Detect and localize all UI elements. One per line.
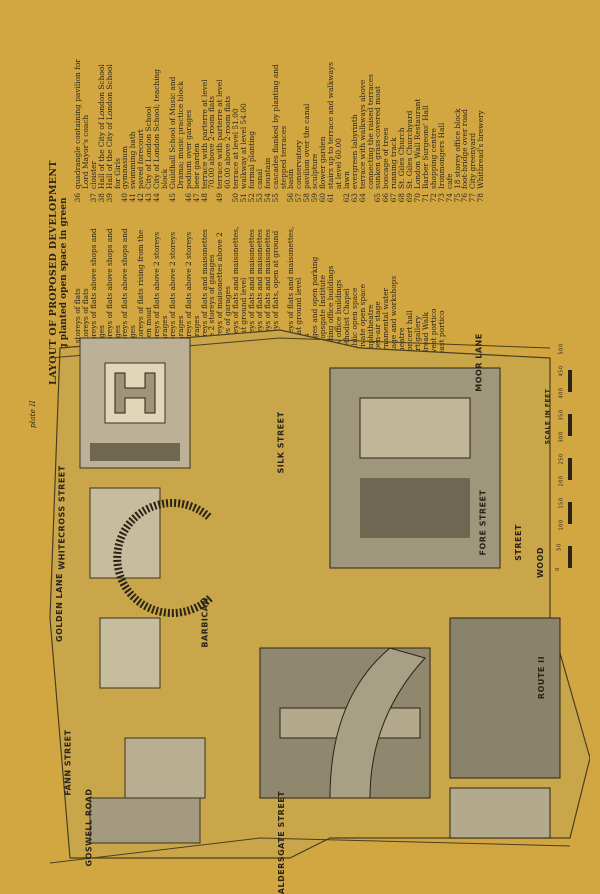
scale-tick-label: 0 bbox=[554, 567, 561, 571]
street-label-barbican: BARBICAN bbox=[200, 597, 210, 648]
legend-item: 64 terrace with walkways above connecting… bbox=[357, 59, 375, 219]
site-plan: WHITECROSS STREET GOLDEN LANE BARBICAN F… bbox=[30, 318, 591, 894]
building-block-west-1 bbox=[89, 487, 161, 579]
street-label-silk-street: SILK STREET bbox=[276, 411, 286, 474]
scale-tick-label: 200 bbox=[558, 475, 565, 487]
scale-tick-label: 50 bbox=[556, 543, 563, 551]
building-block-east bbox=[449, 617, 561, 779]
legend-item: 49 terrace with parterre at level 60.00 a… bbox=[215, 59, 233, 219]
legend-item-text: cascades flanked by planting and stepped… bbox=[270, 64, 288, 189]
legend-item: 44 City of London School; teaching block bbox=[152, 59, 169, 219]
legend-item-text: Whitbread's brewery bbox=[476, 110, 486, 189]
scale-bar bbox=[568, 348, 572, 568]
street-label-whitecross: WHITECROSS STREET bbox=[57, 465, 67, 570]
legend-item-number: 39 bbox=[104, 193, 114, 203]
street-label-moor-lane: MOOR LANE bbox=[474, 333, 484, 392]
scale-tick-label: 350 bbox=[558, 409, 565, 421]
lawn-northeast bbox=[359, 397, 471, 459]
formal-planting-grid bbox=[360, 478, 470, 538]
legend-item: 45 Guildhall School of Music and Drama; m… bbox=[167, 59, 185, 219]
building-block-fann bbox=[89, 797, 201, 844]
building-block-west-3 bbox=[124, 737, 206, 799]
legend-item-number: 64 bbox=[357, 193, 367, 203]
legend-item: 39 Hall of the City of London School for … bbox=[104, 59, 122, 219]
legend-item-text: Hall of the City of London School for Gi… bbox=[104, 64, 122, 189]
street-label-golden-lane: GOLDEN LANE bbox=[55, 573, 64, 642]
legend-item-text: quadrangle containing pavilion for Lord … bbox=[73, 59, 90, 189]
scale-tick-label: 450 bbox=[558, 365, 565, 377]
street-label-route-ii: ROUTE II bbox=[537, 655, 547, 700]
scale-tick-label: 300 bbox=[558, 431, 565, 443]
legend-item-number: 78 bbox=[476, 193, 486, 203]
tree-row-north bbox=[90, 443, 180, 461]
legend-column-right: 36 quadrangle containing pavilion for Lor… bbox=[73, 59, 486, 219]
h-shaped-block bbox=[114, 372, 156, 414]
legend-item: 36 quadrangle containing pavilion for Lor… bbox=[73, 59, 90, 219]
legend-item-number: 45 bbox=[167, 193, 177, 203]
legend-item: 55 cascades flanked by planting and stepp… bbox=[270, 59, 288, 219]
street-label-fore-street: FORE STREET bbox=[478, 489, 488, 556]
legend-item-number: 36 bbox=[73, 193, 82, 203]
scale-tick-label: 500 bbox=[558, 343, 565, 355]
building-block-southeast bbox=[449, 787, 551, 839]
legend-item: 78 Whitbread's brewery bbox=[476, 59, 486, 219]
street-label-goswell-road: GOSWELL ROAD bbox=[84, 788, 94, 867]
legend-item-text: City of London School; teaching block bbox=[152, 68, 169, 189]
scale-tick-label: 150 bbox=[558, 497, 565, 509]
street-label-street: STREET bbox=[513, 524, 523, 561]
legend-item: 61 stairs up to terrace and walkways at l… bbox=[326, 59, 343, 219]
legend-item-text: Ironmongers Hall bbox=[436, 122, 446, 189]
street-label-aldersgate-street: ALDERSGATE STREET bbox=[277, 790, 287, 894]
legend-item-text: terrace with parterre at level 60.00 abo… bbox=[215, 79, 233, 189]
legend-item-number: 49 bbox=[215, 193, 225, 203]
amphitheatre bbox=[113, 499, 213, 617]
street-label-wood: WOOD bbox=[536, 546, 546, 579]
long-curved-block bbox=[329, 647, 426, 799]
legend-item-number: 48 bbox=[199, 193, 209, 203]
legend-item: 48 terrace with parterre at level 70.00 a… bbox=[199, 59, 217, 219]
legend-item-text: stairs up to terrace and walkways at lev… bbox=[326, 61, 343, 189]
legend-item-text: terrace with parterre at level 70.00 abo… bbox=[199, 79, 217, 189]
scale-tick-label: 100 bbox=[558, 519, 565, 531]
legend-item-number: 61 bbox=[326, 193, 335, 203]
site-plan-drawing bbox=[49, 329, 591, 864]
legend-item-number: 55 bbox=[270, 193, 280, 203]
scale-tick-label: 250 bbox=[558, 453, 565, 465]
scale-tick-label: 400 bbox=[558, 387, 565, 399]
legend-item-number: 44 bbox=[152, 193, 162, 203]
building-block-west-2 bbox=[99, 617, 161, 689]
street-label-fann-street: FANN STREET bbox=[63, 729, 73, 796]
legend-item-text: Guildhall School of Music and Drama; mus… bbox=[167, 76, 185, 189]
legend-item-text: terrace with walkways above connecting t… bbox=[357, 74, 375, 189]
scale-label: SCALE IN FEET bbox=[544, 388, 552, 445]
